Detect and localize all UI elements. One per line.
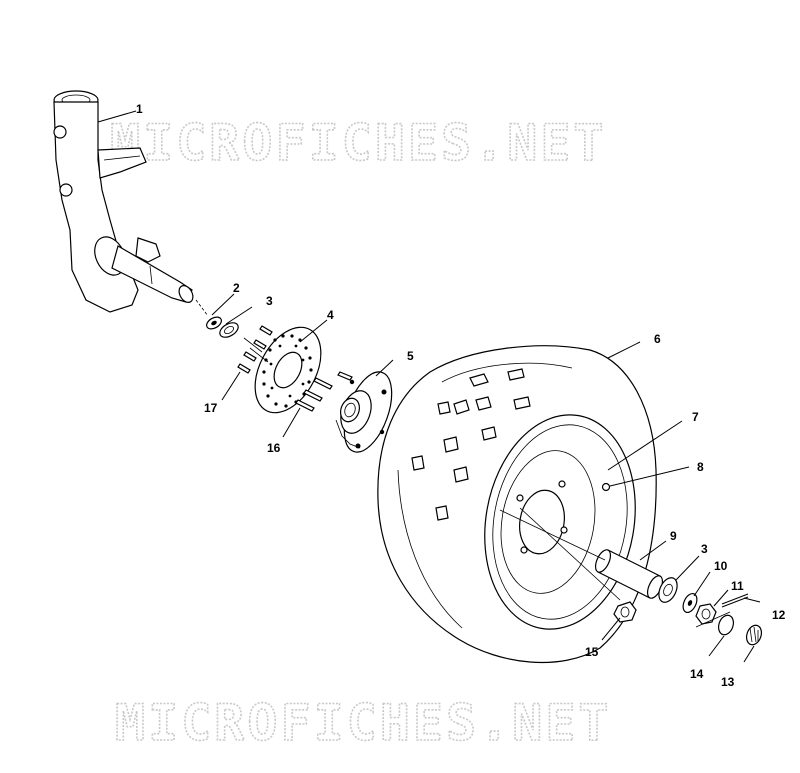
cotter-pin: [721, 593, 749, 608]
bearing-inner: [219, 322, 239, 338]
leader-lines: [97, 110, 761, 663]
callout-9: 9: [670, 529, 677, 543]
spacer: [594, 549, 664, 599]
callout-labels: 1 2 3 4 5 6 7 8 9 3 10 11 12 13 14 15 16…: [136, 102, 786, 689]
valve-stem: [601, 482, 611, 492]
callout-7: 7: [692, 410, 699, 424]
callout-12: 12: [772, 608, 786, 622]
wheel-hub: [335, 371, 393, 453]
callout-14: 14: [690, 667, 704, 681]
watermark-top: MICROFICHES.NET: [110, 114, 607, 172]
callout-4: 4: [327, 308, 334, 322]
washer: [682, 592, 698, 614]
watermark-bottom: MICROFICHES.NET: [115, 694, 612, 752]
callout-3b: 3: [701, 542, 708, 556]
brake-disc: [254, 326, 322, 414]
callout-5: 5: [407, 349, 414, 363]
callout-3: 3: [266, 294, 273, 308]
rim: [484, 414, 636, 630]
callout-6: 6: [654, 332, 661, 346]
lug-nut: [613, 601, 637, 623]
callout-16: 16: [267, 441, 281, 455]
callout-2: 2: [233, 281, 240, 295]
callout-11: 11: [731, 579, 744, 593]
callout-13: 13: [721, 675, 735, 689]
callout-1: 1: [136, 102, 143, 116]
callout-8: 8: [697, 460, 704, 474]
steering-knuckle: [53, 90, 194, 313]
callout-17: 17: [204, 401, 218, 415]
callout-10: 10: [714, 559, 728, 573]
disc-bolts: [237, 325, 273, 374]
o-ring: [717, 614, 735, 636]
hub-bolts: [295, 371, 353, 412]
bearing-outer: [658, 577, 678, 603]
castle-nut: [695, 603, 717, 625]
callout-15: 15: [585, 645, 599, 659]
dust-cap: [745, 624, 763, 646]
seal: [206, 316, 222, 330]
